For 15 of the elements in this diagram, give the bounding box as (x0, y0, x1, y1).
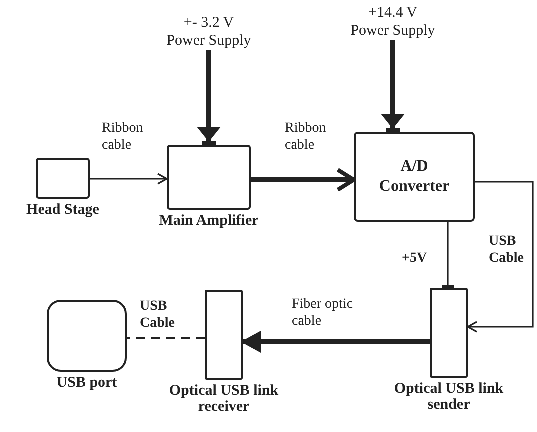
power-supply-label: +14.4 V Power Supply (348, 4, 438, 40)
block-caption: USB port (56, 375, 118, 391)
connector-arrow (197, 50, 221, 145)
connector-arrow (381, 40, 405, 132)
power-supply-label: +- 3.2 V Power Supply (164, 14, 254, 50)
connector-arrow (467, 181, 534, 333)
block-title: A/D Converter (378, 157, 451, 197)
connector-arrow (241, 331, 430, 353)
block-caption: Optical USB link receiver (168, 383, 280, 415)
block-caption: Head Stage (26, 202, 100, 218)
connector-arrow (90, 173, 168, 185)
connector-arrow (251, 168, 356, 192)
block-caption: Main Amplifier (158, 213, 260, 229)
block-box (354, 132, 475, 222)
block-caption: Optical USB link sender (393, 381, 505, 413)
